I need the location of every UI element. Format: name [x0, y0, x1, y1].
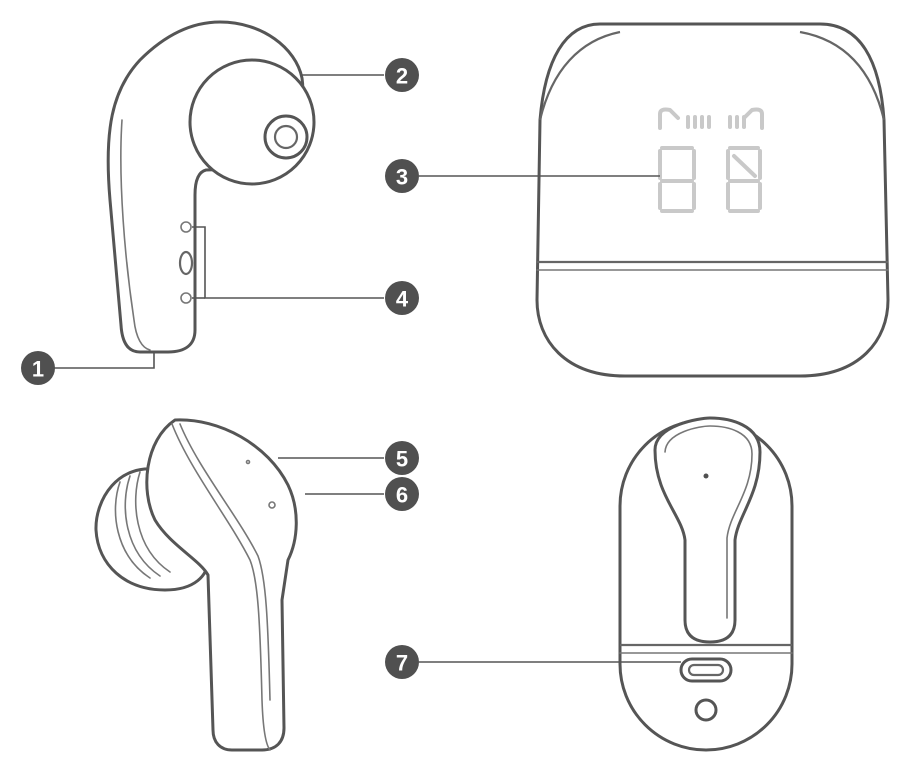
side-sensor: [178, 250, 194, 276]
case-left-hinge-shade: [538, 30, 621, 121]
callout-markers: 1 2 3 4 5 6 7: [21, 58, 419, 679]
callout-number-6: 6: [396, 483, 408, 508]
callout-number-3: 3: [396, 165, 408, 190]
earbud-slot: [653, 416, 762, 644]
earbud-front-inner-edge: [171, 423, 271, 751]
callout-marker-3: 3: [385, 159, 419, 193]
charging-case-bottom: [618, 416, 794, 752]
slot-dot: [703, 473, 709, 479]
callout-marker-2: 2: [385, 58, 419, 92]
earbud-front-body: [145, 418, 298, 752]
callout-marker-5: 5: [385, 441, 419, 475]
earbud-side-inner-edge: [120, 119, 151, 351]
earbud-front-inner-edge-2: [179, 423, 271, 701]
callout-number-2: 2: [396, 64, 408, 89]
callout-marker-6: 6: [385, 477, 419, 511]
callout-number-1: 1: [32, 357, 44, 382]
callout-marker-4: 4: [385, 281, 419, 315]
usb-c-port-inner: [687, 663, 725, 677]
led-earbud-indicators: [658, 107, 764, 130]
callout-number-7: 7: [396, 651, 408, 676]
case-front-body: [535, 22, 890, 378]
callout-number-4: 4: [396, 287, 409, 312]
callout-lines: [54, 74, 681, 663]
front-sensor-dot: [245, 459, 251, 465]
case-right-hinge-shade: [799, 30, 886, 121]
callout-marker-1: 1: [21, 351, 55, 385]
charging-case-front: [535, 22, 890, 378]
ear-tip-nozzle-inner: [273, 124, 299, 150]
earbud-front-view: [94, 418, 298, 752]
front-mic-hole: [268, 501, 276, 509]
mic-hole-bottom: [180, 292, 192, 304]
led-battery-digits: [658, 146, 762, 213]
callout-line-1: [54, 352, 155, 369]
earbud-slot-inner: [664, 425, 753, 619]
callout-line-4: [192, 226, 384, 299]
callout-marker-7: 7: [385, 645, 419, 679]
earbud-side-view: [106, 20, 316, 354]
callout-number-5: 5: [396, 447, 408, 472]
mic-hole-top: [180, 221, 192, 233]
ear-tip-nozzle: [263, 114, 309, 160]
ear-tip-front-rings: [114, 471, 171, 579]
reset-hole: [694, 698, 718, 722]
